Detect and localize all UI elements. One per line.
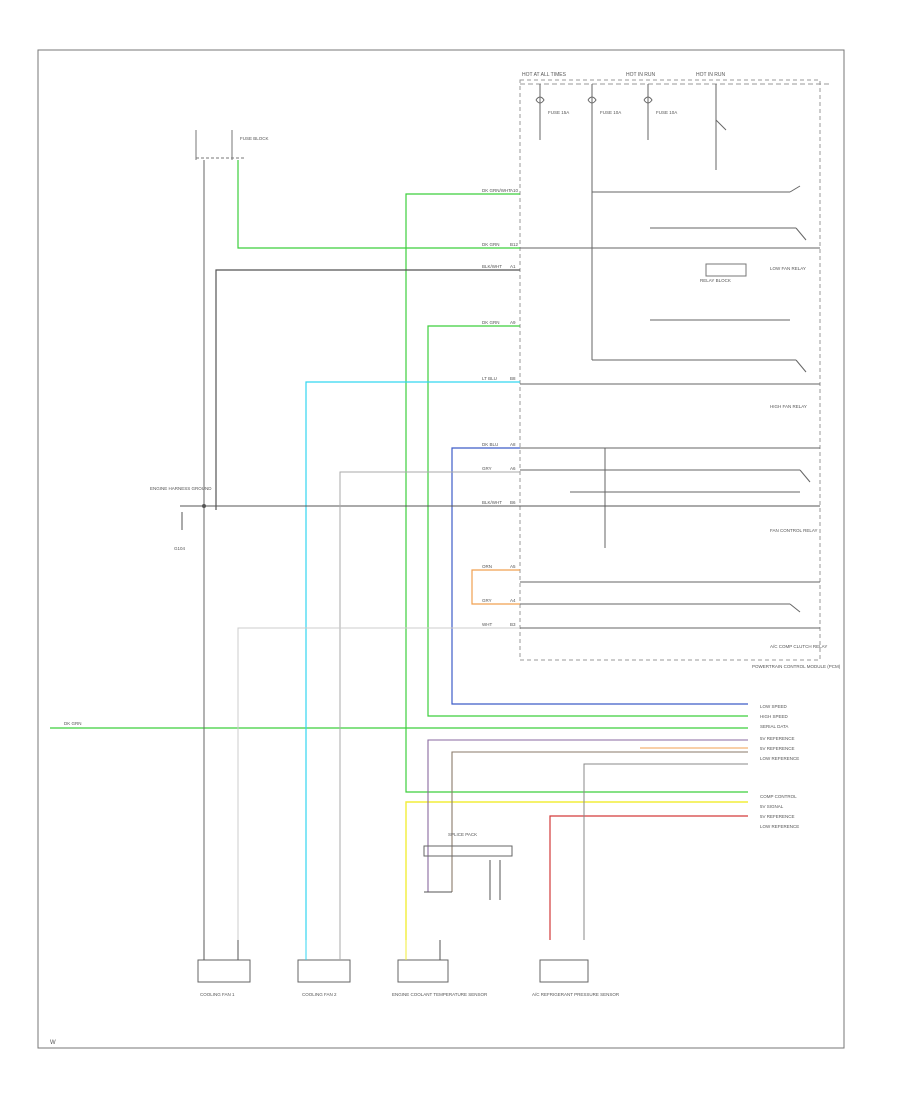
module-connector: POWERTRAIN CONTROL MODULE (PCM) LOW SPEE…	[752, 664, 841, 829]
wire-color-5: LT BLU	[482, 376, 497, 381]
fuse-ref-3: FUSE 10A	[656, 110, 677, 115]
relay-label-3: FAN CONTROL RELAY	[770, 528, 818, 533]
relay-coil-label: RELAY BLOCK	[700, 278, 731, 283]
wire-grey-a6	[339, 471, 520, 940]
wire-labels: DK GRN/WHT A10 DK GRN B12 BLK/WHT A1 DK …	[482, 188, 519, 627]
ect-sensor: ENGINE COOLANT TEMPERATURE SENSOR	[392, 940, 488, 997]
corner-code: W	[50, 1040, 56, 1046]
wire-color-11: WHT	[482, 622, 492, 627]
wire-color-3: BLK/WHT	[482, 264, 502, 269]
ac-pressure-sensor: A/C REFRIGERANT PRESSURE SENSOR	[532, 959, 620, 997]
diode-box	[705, 263, 747, 277]
top-left-fuse: FUSE BLOCK	[195, 130, 269, 160]
fuse-block: HOT AT ALL TIMES HOT IN RUN HOT IN RUN F…	[519, 72, 830, 661]
signal-1: LOW SPEED	[760, 704, 788, 709]
ect-label: ENGINE COOLANT TEMPERATURE SENSOR	[392, 992, 488, 997]
wire-violet	[427, 739, 748, 892]
wire-pin-9: A5	[510, 564, 516, 569]
relay-label-4: A/C COMP CLUTCH RELAY	[770, 644, 827, 649]
wire-red	[549, 815, 748, 940]
wire-color-7: GRY	[482, 466, 492, 471]
wire-color-9: ORN	[482, 564, 492, 569]
wire-pin-1: A10	[510, 188, 519, 193]
ground-label: G104	[174, 546, 186, 551]
wire-pin-11: B3	[510, 622, 516, 627]
wire-pin-4: A9	[510, 320, 516, 325]
wire-color-6: DK BLU	[482, 442, 498, 447]
wire-pin-2: B12	[510, 242, 519, 247]
wire-green-a9	[427, 325, 748, 717]
signal-9: 5V REFERENCE	[760, 814, 795, 819]
fuse-block-label: FUSE BLOCK	[240, 136, 269, 141]
signal-3: SERIAL DATA	[760, 724, 788, 729]
wire-pin-7: A6	[510, 466, 516, 471]
wire-orange-a5	[471, 569, 520, 605]
signal-6: LOW REFERENCE	[760, 756, 799, 761]
wire-pin-5: B8	[510, 376, 516, 381]
relay-label-2: HIGH FAN RELAY	[770, 404, 807, 409]
fuse-label-1: HOT AT ALL TIMES	[522, 72, 567, 78]
fuse-ref-1: FUSE 15A	[548, 110, 569, 115]
wire-dkblue-a8	[451, 447, 748, 705]
diagram-border	[37, 49, 845, 1049]
signal-5: 5V REFERENCE	[760, 746, 795, 751]
wire-yellow	[405, 801, 748, 940]
wire-color-10: GRY	[482, 598, 492, 603]
left-wire-label: DK GRN	[64, 721, 82, 726]
relay-label-1: LOW FAN RELAY	[770, 266, 806, 271]
fan1-label: COOLING FAN 1	[200, 992, 235, 997]
wire-pin-6: A8	[510, 442, 516, 447]
wire-green-b12	[237, 160, 520, 249]
wire-color-2: DK GRN	[482, 242, 500, 247]
signal-7: COMP CONTROL	[760, 794, 797, 799]
wire-pin-3: A1	[510, 264, 516, 269]
splice-pack-label: SPLICE PACK	[448, 832, 477, 837]
wire-black-a1	[215, 269, 520, 510]
cooling-fan-2: COOLING FAN 2	[297, 940, 351, 997]
wire-ltblue-b8	[305, 381, 520, 940]
wire-color-4: DK GRN	[482, 320, 500, 325]
wire-grey-a4	[237, 627, 520, 940]
wire-color-1: DK GRN/WHT	[482, 188, 511, 193]
wire-gray2	[583, 763, 748, 940]
fuse-label-2: HOT IN RUN	[626, 72, 655, 78]
cooling-fan-1: COOLING FAN 1	[197, 940, 251, 997]
wire-brown	[451, 751, 748, 892]
wire-pin-10: A4	[510, 598, 516, 603]
wire-green-a10	[405, 193, 748, 793]
signal-2: HIGH SPEED	[760, 714, 789, 719]
splice-pack: SPLICE PACK	[423, 832, 513, 900]
wire-color-8: BLK/WHT	[482, 500, 502, 505]
ac-sensor-label: A/C REFRIGERANT PRESSURE SENSOR	[532, 992, 620, 997]
fuse-label-3: HOT IN RUN	[696, 72, 725, 78]
signal-4: 5V REFERENCE	[760, 736, 795, 741]
module-label: POWERTRAIN CONTROL MODULE (PCM)	[752, 664, 841, 669]
ground-splice: ENGINE HARNESS GROUND G104	[150, 486, 212, 551]
signal-10: LOW REFERENCE	[760, 824, 799, 829]
fan2-label: COOLING FAN 2	[302, 992, 337, 997]
signal-8: 5V SIGNAL	[760, 804, 784, 809]
fuse-ref-2: FUSE 10A	[600, 110, 621, 115]
ground-harness-label: ENGINE HARNESS GROUND	[150, 486, 212, 491]
wire-pin-8: B6	[510, 500, 516, 505]
